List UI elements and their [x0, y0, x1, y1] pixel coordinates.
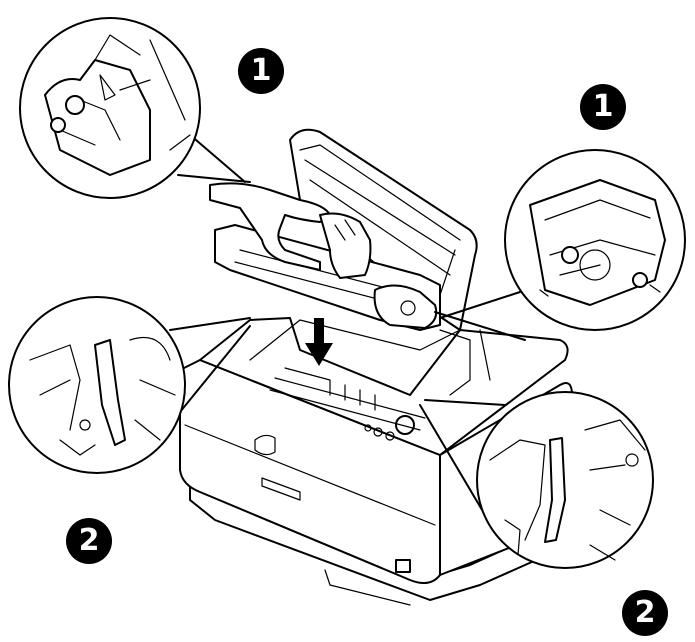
- leader-top-right: [434, 311, 526, 341]
- drum-end-cap: [373, 284, 438, 329]
- panel-button: [364, 424, 372, 432]
- detail-base: [504, 519, 521, 556]
- detail-contours: [129, 336, 176, 441]
- detail-gear: [579, 249, 611, 281]
- power-switch: [395, 559, 411, 573]
- step-1-badge-top-left: 1: [238, 48, 284, 94]
- step-2-badge-bottom-left: 2: [66, 518, 112, 564]
- drum-gear: [400, 300, 416, 316]
- cavity-right-guides: [439, 329, 491, 396]
- step-1-badge-top-right: 1: [580, 84, 626, 130]
- detail-frame: [489, 439, 546, 541]
- detail-pin: [50, 117, 66, 133]
- printer-foot: [324, 569, 411, 606]
- top-cover-ribs: [304, 159, 456, 296]
- detail-circle-top-left: [19, 17, 201, 199]
- detail-pin: [561, 246, 579, 264]
- detail-pin: [65, 95, 85, 115]
- front-seam: [184, 424, 436, 526]
- right-hand: [319, 212, 372, 279]
- top-cover-edge: [299, 144, 461, 241]
- detail-circle-bottom-left: [8, 296, 186, 474]
- detail-frame: [29, 344, 81, 431]
- leader-bottom-right: [424, 399, 506, 406]
- printer-top-lip: [199, 317, 569, 456]
- leader-top-right-2: [439, 291, 521, 319]
- front-handle-slot: [254, 434, 276, 456]
- cavity-rail: [269, 389, 421, 431]
- front-tray-slot: [261, 477, 301, 501]
- detail-base: [59, 439, 96, 456]
- leader-top-left: [177, 174, 251, 183]
- cavity-slots: [284, 367, 376, 411]
- detail-frame: [149, 39, 191, 151]
- detail-contours: [59, 34, 151, 146]
- left-hand: [209, 182, 331, 271]
- detail-screws: [539, 284, 661, 297]
- detail-lever: [544, 437, 566, 543]
- panel-button: [373, 427, 383, 437]
- detail-contours: [584, 419, 646, 561]
- cavity-edge: [249, 319, 461, 361]
- step-2-badge-bottom-right: 2: [622, 590, 668, 636]
- cavity-rail: [274, 377, 426, 419]
- detail-pin: [79, 419, 91, 431]
- leader-bottom-left: [169, 317, 251, 331]
- detail-lever: [94, 339, 126, 446]
- detail-circle-top-right: [504, 149, 686, 331]
- control-dial: [395, 415, 415, 435]
- panel-button: [385, 431, 395, 441]
- leader-bottom-right-2: [419, 404, 489, 521]
- detail-notch: [99, 74, 116, 101]
- detail-circle-bottom-right: [476, 391, 654, 569]
- detail-pin: [625, 453, 639, 467]
- down-arrow-icon: [305, 318, 333, 366]
- image-drum-cartridge: [209, 182, 441, 331]
- detail-pin: [632, 272, 648, 288]
- finger-lines: [334, 219, 356, 241]
